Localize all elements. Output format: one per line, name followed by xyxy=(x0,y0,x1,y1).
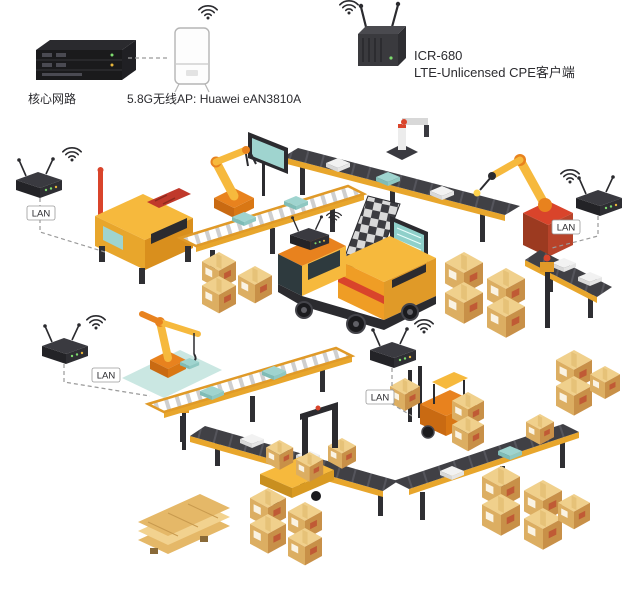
wifi-icon xyxy=(338,0,360,16)
wifi-icon xyxy=(559,169,581,185)
lan-label-top-left: LAN xyxy=(32,209,51,220)
lan-label-mid-left: LAN xyxy=(97,371,116,382)
cpe-name-label: LTE-Unlicensed CPE客户端 xyxy=(414,65,575,80)
cardboard-box xyxy=(445,282,483,324)
cardboard-box xyxy=(288,528,322,566)
core-network-label: 核心网路 xyxy=(28,91,76,106)
cardboard-box xyxy=(238,266,272,304)
cpe-device xyxy=(338,0,406,66)
scanner-gate xyxy=(300,402,338,460)
router-top-left: LAN xyxy=(15,147,106,253)
router-mid-left: LAN xyxy=(41,315,151,397)
factory-illustration: LAN LAN LAN LAN xyxy=(15,118,623,566)
lan-link xyxy=(63,364,151,397)
router-top-right: LAN xyxy=(551,169,623,249)
cardboard-box xyxy=(390,378,420,411)
ap-label: 5.8G无线AP: Huawei eAN3810A xyxy=(127,92,301,106)
robot-arm-small xyxy=(386,118,429,160)
wifi-icon xyxy=(198,5,218,21)
box-stack-left xyxy=(202,252,272,314)
robot-arm-top xyxy=(210,132,288,218)
lan-label-top-right: LAN xyxy=(557,223,576,234)
core-network-server xyxy=(36,40,136,80)
box-stack-right-mid xyxy=(556,350,620,416)
cardboard-box xyxy=(590,366,620,399)
lan-link xyxy=(551,216,599,249)
wifi-icon xyxy=(86,315,106,331)
lan-link xyxy=(39,198,106,253)
box-stack-bottom-center xyxy=(250,488,322,566)
roller-conveyor-lower xyxy=(144,346,356,442)
cpe-model-label: ICR-680 xyxy=(414,48,462,63)
cardboard-box xyxy=(558,494,590,530)
box-stack-bottom-right xyxy=(482,466,590,550)
router-center: LAN xyxy=(365,319,435,417)
press-machine xyxy=(95,167,193,284)
sensor-pole-right xyxy=(540,254,554,328)
pallet-lumber xyxy=(138,494,230,554)
wifi-icon xyxy=(61,147,82,163)
belt-right-drop xyxy=(525,250,612,318)
wireless-ap xyxy=(174,5,218,93)
cnc-machine xyxy=(278,216,436,334)
box-stack-right xyxy=(445,252,525,338)
wifi-icon xyxy=(413,319,435,335)
crane-arm xyxy=(122,311,222,398)
lan-label-center: LAN xyxy=(371,393,390,404)
